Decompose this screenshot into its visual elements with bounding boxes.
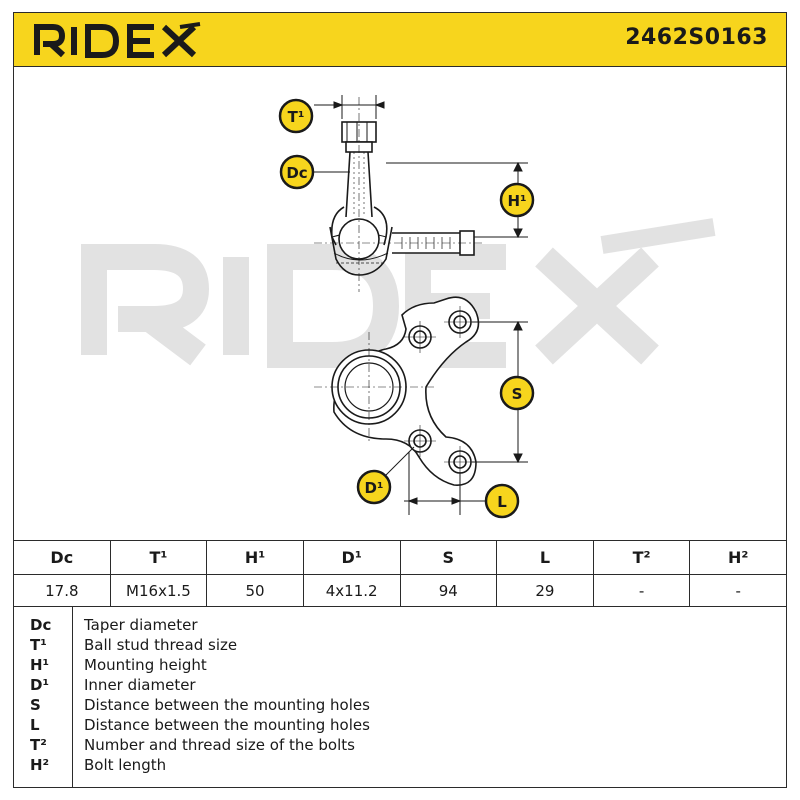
legend-key: S [30, 696, 41, 714]
callout-d1: D¹ [356, 469, 392, 505]
svg-text:L: L [497, 493, 507, 511]
legend-item: T² Number and thread size of the bolts [14, 736, 788, 756]
spec-header: T² [592, 540, 691, 575]
spec-value: 4x11.2 [302, 574, 401, 607]
callout-dc: Dc [279, 154, 315, 190]
spec-value-row: 17.8 M16x1.5 50 4x11.2 94 29 - - [13, 574, 787, 607]
legend-description: Bolt length [84, 756, 167, 774]
legend-description: Taper diameter [84, 616, 198, 634]
legend-key: D¹ [30, 676, 50, 694]
legend-item: H² Bolt length [14, 756, 788, 776]
legend: Dc Taper diameter T¹ Ball stud thread si… [13, 606, 787, 788]
spec-table: Dc T¹ H¹ D¹ S L T² H² 17.8 M16x1.5 50 4x… [13, 540, 787, 607]
dimension-l [404, 452, 489, 515]
dimension-s [472, 320, 528, 464]
legend-description: Distance between the mounting holes [84, 716, 370, 734]
svg-text:T¹: T¹ [288, 108, 305, 126]
legend-divider [72, 606, 73, 787]
callout-s: S [499, 375, 535, 411]
callout-h1: H¹ [499, 182, 535, 218]
technical-drawing: T¹ Dc H¹ S D¹ L [81, 95, 716, 519]
legend-key: Dc [30, 616, 52, 634]
spec-header: H¹ [206, 540, 304, 575]
legend-description: Ball stud thread size [84, 636, 238, 654]
dimension-t1 [314, 95, 385, 119]
spec-header: S [399, 540, 498, 575]
spec-value: - [689, 574, 787, 607]
legend-item: D¹ Inner diameter [14, 676, 788, 696]
legend-item: T¹ Ball stud thread size [14, 636, 788, 656]
spec-value: - [592, 574, 691, 607]
spec-value: 94 [399, 574, 498, 607]
legend-key: H² [30, 756, 50, 774]
svg-text:H¹: H¹ [507, 192, 526, 210]
part-number: 2462S0163 [625, 25, 768, 50]
legend-key: T¹ [30, 636, 47, 654]
callout-t1: T¹ [278, 98, 314, 134]
spec-header: L [496, 540, 594, 575]
spec-header: Dc [13, 540, 111, 575]
spec-header: T¹ [109, 540, 208, 575]
legend-description: Mounting height [84, 656, 207, 674]
legend-item: Dc Taper diameter [14, 616, 788, 636]
spec-header: D¹ [302, 540, 401, 575]
dimension-h1 [386, 161, 528, 239]
legend-item: S Distance between the mounting holes [14, 696, 788, 716]
svg-text:D¹: D¹ [364, 479, 383, 497]
legend-description: Inner diameter [84, 676, 196, 694]
legend-item: H¹ Mounting height [14, 656, 788, 676]
svg-text:S: S [512, 385, 523, 403]
spec-value: 29 [496, 574, 594, 607]
legend-description: Distance between the mounting holes [84, 696, 370, 714]
spec-value: 17.8 [13, 574, 111, 607]
svg-text:Dc: Dc [286, 164, 307, 182]
legend-key: T² [30, 736, 47, 754]
legend-key: H¹ [30, 656, 50, 674]
spec-header: H² [689, 540, 787, 575]
brand-logo [34, 22, 201, 58]
header-bar: 2462S0163 [13, 12, 787, 67]
mounting-plate-view [314, 296, 480, 486]
spec-value: 50 [206, 574, 304, 607]
spec-header-row: Dc T¹ H¹ D¹ S L T² H² [13, 540, 787, 575]
spec-value: M16x1.5 [109, 574, 208, 607]
legend-description: Number and thread size of the bolts [84, 736, 355, 754]
legend-item: L Distance between the mounting holes [14, 716, 788, 736]
ball-joint-side-view [314, 97, 484, 292]
callout-l: L [484, 483, 520, 519]
legend-key: L [30, 716, 40, 734]
